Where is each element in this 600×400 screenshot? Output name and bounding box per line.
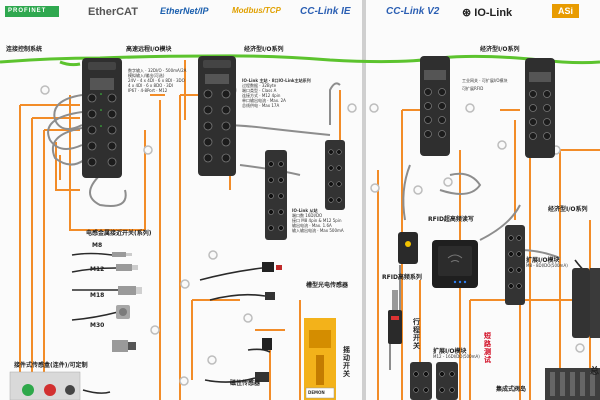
hub-spec-line4: 输出电流 · Max. 1.6A (292, 223, 332, 228)
label-rfid: RFID超高频读写 (428, 216, 474, 223)
io-module-3 (420, 56, 450, 156)
gateway-spec-line1: 工业网关 · 可扩展I/O模块 (462, 78, 508, 83)
module1-spec-line5: IP67 · 4-8Port · M12 (128, 88, 168, 93)
iolink-spec-line6: 总线供电 · Max 17A (242, 103, 280, 108)
io-module-2 (198, 56, 236, 176)
ethercat-logo: EtherCAT (88, 6, 138, 18)
label-edge-char: 总 (590, 367, 600, 377)
modbus-logo: Modbus/TCP (232, 6, 281, 15)
iolink-spec-title: IO-Link 主站 · 8口IO-Link主站系列 (242, 78, 311, 83)
module1-spec: 数字输入 · 32DI/O · 500mA/2A 模拟输入/输出(可选) 24V… (128, 68, 186, 93)
right-edge-modules (572, 268, 600, 338)
iolink-logo: ⊛ IO-Link (462, 6, 512, 19)
label-integrated-valve: 集成式阀岛 (496, 386, 527, 393)
iolink-spec-line5: 单口输出电流 · Max. 2A (242, 98, 286, 103)
label-ext-io-2: 扩展I/O模块 (433, 348, 467, 355)
rfid-reader (432, 240, 478, 288)
label-high-protection-io: 高速远程I/O模块 (126, 46, 172, 53)
label-photo-sensor: 槽型光电传感器 (306, 282, 349, 289)
label-economy-io-2: 经济型I/O系列 (480, 46, 520, 53)
module1-spec-title: 数字输入 · 32DI/O · 500mA/2A (128, 68, 187, 73)
iolink-hub-spec: IO-Link 从站 端口数 16DI/DO 接口 M8 4pin & M12 … (292, 208, 344, 233)
profinet-logo: PROFINET (5, 6, 59, 17)
label-economy-io-1: 经济型I/O系列 (244, 46, 284, 53)
gateway-spec-line2: 可扩展RFID (462, 86, 484, 91)
connector-box (9, 371, 81, 400)
label-m18: M18 (90, 292, 105, 299)
iolink-spec-line3: 端口类型 · Class A (242, 88, 277, 93)
hub-spec-line5: 输入输出电流 · Max 500mA (292, 228, 344, 233)
iolink-icon: ⊛ (462, 7, 475, 19)
valve-island (545, 368, 600, 400)
gateway-spec: 工业网关 · 可扩展I/O模块 可扩展RFID (462, 78, 508, 91)
io-module-1 (82, 58, 122, 178)
green-cable-stub (59, 60, 81, 67)
label-travel-switch: 行程开关 (413, 318, 420, 350)
cclink-ie-logo: CC-Link IE (300, 6, 351, 17)
expansion-module-2 (410, 362, 458, 400)
label-m12: M12 (90, 266, 105, 273)
label-ext-io-2-sub: M12 - 16DI/DO(500mA) (433, 354, 480, 359)
module1-spec-line4: 4 x 4DI · 6 x 8DO · 3DI (128, 83, 173, 88)
expansion-module-1 (505, 225, 525, 305)
iolink-master-spec: IO-Link 主站 · 8口IO-Link主站系列 过程数据 · 32Byte… (242, 78, 311, 108)
grey-cables (47, 82, 561, 370)
label-magnetic-sensor: 磁性传感器 (230, 380, 261, 387)
io-link-hub-2 (325, 140, 345, 210)
iolink-spec-line2: 过程数据 · 32Byte (242, 83, 277, 88)
asi-logo: ASi (552, 4, 580, 18)
label-m8: M8 (92, 242, 103, 249)
hub-spec-title: IO-Link 从站 (292, 208, 318, 213)
small-sensors (255, 262, 282, 382)
label-ext-io-1: 扩展I/O模块 (526, 257, 560, 264)
module1-spec-line2: 模拟输入/输出(可选) (128, 73, 165, 78)
module1-spec-line3: 24V - 4 x 4DI · 6 x 8DI · 3DO (128, 78, 185, 83)
cclink-v2-logo: CC-Link V2 (386, 6, 440, 17)
proximity-sensors (112, 252, 142, 352)
label-connector-box: 接件式传感盒(连件)/可定制 (14, 362, 88, 369)
label-short-test: 短路测试 (484, 332, 491, 364)
label-bus-system: 连接控制系统 (6, 46, 43, 53)
yellow-switch (304, 318, 336, 400)
label-metal-proximity: 电感金属接近开关(系列) (86, 230, 152, 237)
iolink-logo-text: IO-Link (474, 7, 513, 19)
io-module-4 (525, 58, 555, 158)
label-ext-io-1-sub: M8 - 8DI/DO(500mA) (526, 263, 568, 268)
hub-spec-line3: 接口 M8 4pin & M12 5pin (292, 218, 342, 223)
hub-spec-line2: 端口数 16DI/DO (292, 213, 323, 218)
ethernetip-logo: EtherNet/IP (160, 6, 209, 16)
travel-switch (388, 290, 402, 344)
protocol-logo-bar: PROFINET EtherCAT EtherNet/IP Modbus/TCP… (0, 0, 600, 30)
iolink-spec-line4: 连接方式 · M12 4pin (242, 93, 281, 98)
label-economy-io-3: 经济型I/O系列 (548, 206, 588, 213)
switch-brand: DEMON (308, 390, 325, 395)
label-m30: M30 (90, 322, 105, 329)
io-link-hub-1 (265, 150, 287, 240)
label-rfid-series: RFID高频系列 (382, 274, 422, 281)
panel-seam (362, 0, 366, 400)
rfid-antenna (398, 232, 418, 264)
label-hand-switch: 摇动开关 (343, 346, 350, 378)
